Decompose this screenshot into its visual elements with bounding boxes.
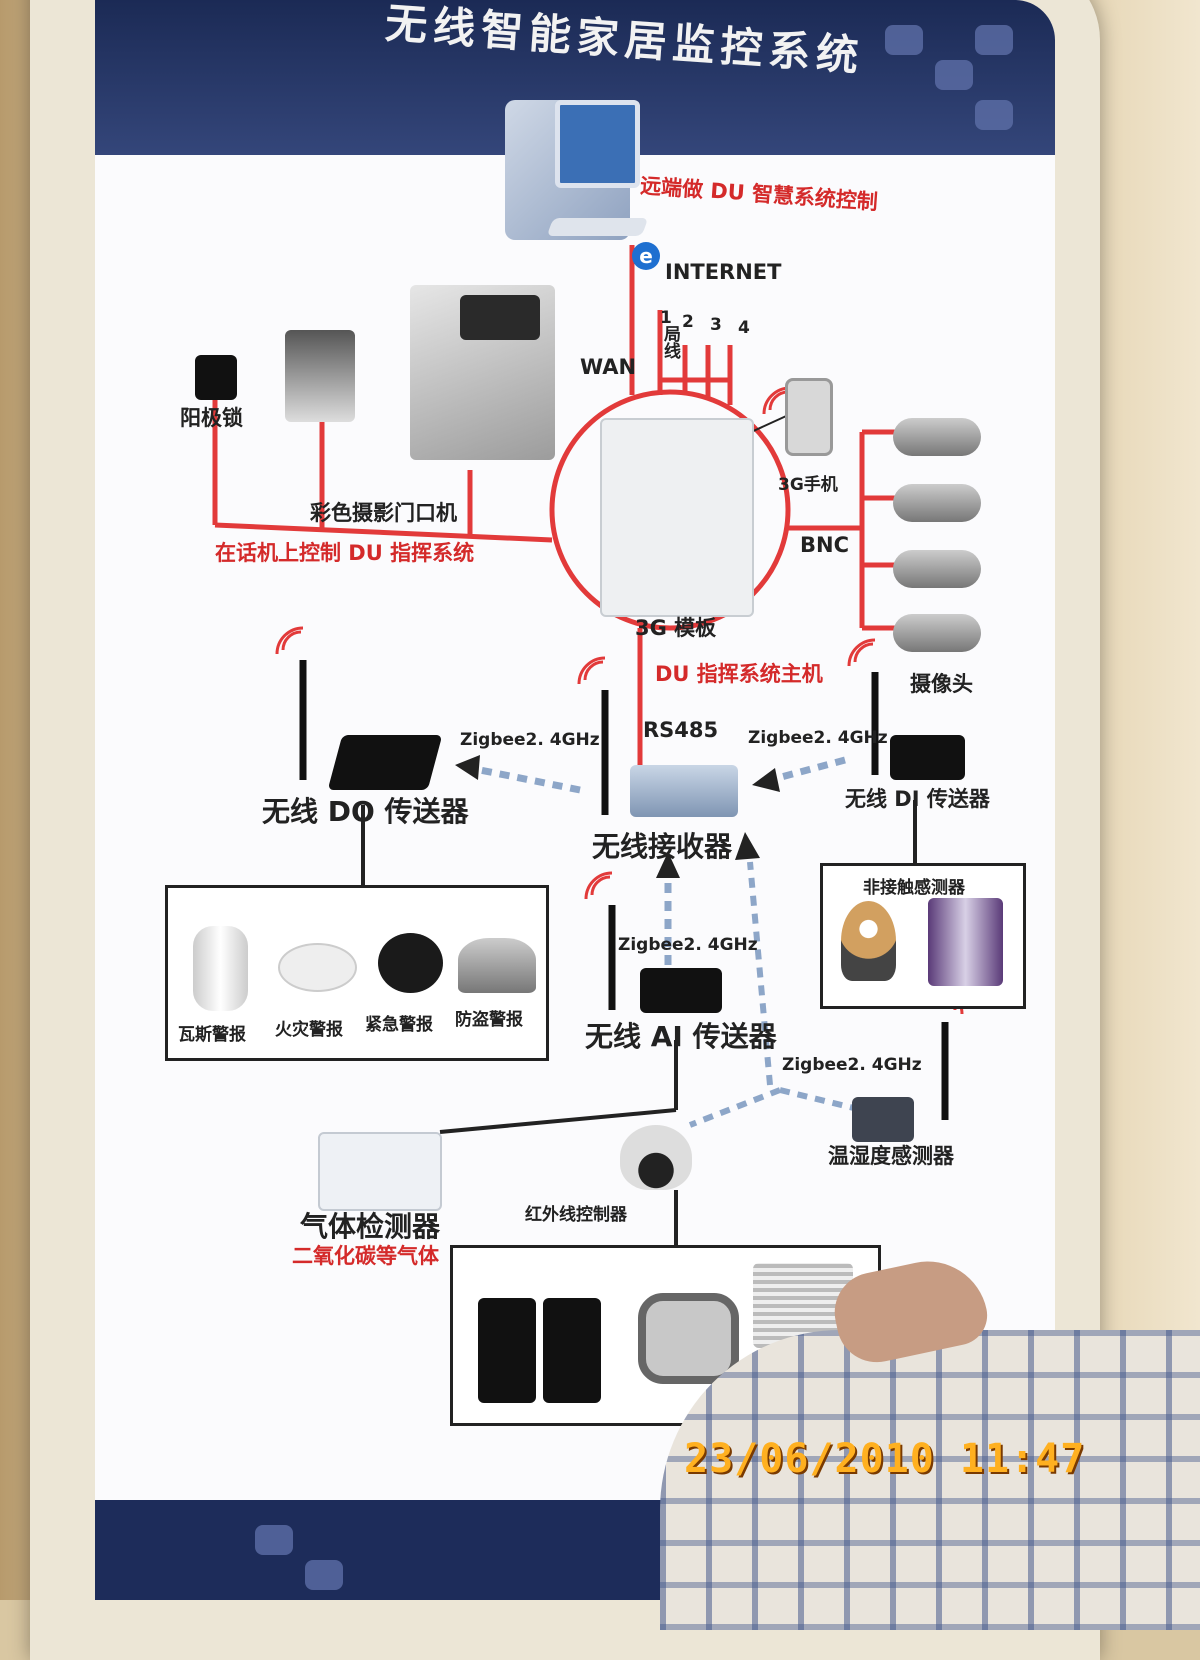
decor-square [305,1560,343,1590]
ai-transmitter-box [640,968,722,1013]
phone-bus [214,522,553,543]
fire-alarm-label: 火灾警报 [275,1020,343,1040]
noncontact-sensor-label: 非接触感测器 [863,878,965,898]
zigbee-right-label: Zigbee2. 4GHz [748,728,888,748]
smoke-detector-icon [278,943,357,992]
zigbee-link-low [747,861,773,1086]
person-shoulder [660,1330,1200,1630]
zigbee-mid-label: Zigbee2. 4GHz [618,935,758,955]
smartphone-icon [785,378,833,456]
siren-icon [378,933,443,993]
do-transmitter-label: 无线 DO 传送器 [262,795,469,828]
speaker-icon [543,1298,601,1403]
3g-module-label: 3G 模板 [635,616,717,640]
gas-cylinder-icon [193,926,248,1011]
alarm-devices-box [165,885,549,1061]
electric-lock-icon [195,355,237,400]
door-camera-icon [285,330,355,422]
gas-detector-box [318,1132,442,1211]
camera-icon [893,418,981,456]
gas-detector-wire [439,1108,677,1134]
local-line-label: 局线 [660,325,680,359]
ai-transmitter-label: 无线 AI 传送器 [585,1020,777,1053]
co2-gas-label: 二氧化碳等气体 [292,1244,439,1268]
du-host-label: DU 指挥系统主机 [655,662,823,686]
monitor-icon [555,100,640,188]
electric-lock-label: 阳极锁 [180,406,243,430]
camera-icon [893,484,981,522]
tv-icon [638,1293,739,1384]
zigbee-link-ir [688,1087,782,1128]
zigbee-low-label: Zigbee2. 4GHz [782,1055,922,1075]
internet-label: INTERNET [665,260,782,284]
decor-square [935,60,973,90]
zigbee-link-do [469,764,581,794]
receiver-box [630,765,738,817]
phone-control-label: 在话机上控制 DU 指挥系统 [215,541,475,565]
ie-icon: e [632,242,660,270]
keyboard-icon [546,218,649,236]
3g-module-box [600,418,754,617]
window-icon [928,898,1003,986]
burglar-alarm-icon [458,938,536,993]
speaker-icon [478,1298,536,1403]
gas-alarm-label: 瓦斯警报 [178,1025,246,1045]
ir-dome-icon [620,1125,692,1190]
noncontact-sensor-box [820,863,1026,1009]
phone-display-icon [460,295,540,340]
camera-icon [893,614,981,652]
bnc-label: BNC [800,533,849,557]
line-1-label: 1 [660,308,672,328]
arrowhead [455,755,480,780]
photo-timestamp: 23/06/2010 11:47 [684,1436,1086,1482]
arrowhead [656,852,680,878]
gas-detector-label: 气体检测器 [300,1210,441,1243]
temp-humidity-label: 温湿度感测器 [828,1144,954,1168]
camera-label: 摄像头 [910,672,973,696]
decor-square [255,1525,293,1555]
wan-label: WAN [580,355,637,379]
wiring-diagram [212,245,964,1245]
emergency-alarm-label: 紧急警报 [365,1015,433,1035]
lamp-icon [841,901,896,981]
temp-humidity-box [852,1097,914,1142]
line-3-label: 3 [710,315,722,335]
decor-square [975,25,1013,55]
receiver-label: 无线接收器 [592,830,733,863]
zigbee-link-di [769,756,846,784]
di-transmitter-box [890,735,965,780]
door-camera-label: 彩色摄影门口机 [310,501,457,525]
decor-square [885,25,923,55]
line-2-label: 2 [682,312,694,332]
host-circle [549,389,791,631]
3g-phone-label: 3G手机 [778,475,838,495]
do-transmitter-box [327,735,443,790]
di-transmitter-label: 无线 DI 传送器 [845,787,990,811]
arrowhead [752,768,780,792]
rs485-label: RS485 [643,718,719,742]
line-4-label: 4 [738,318,750,338]
burglar-alarm-label: 防盗警报 [455,1010,523,1030]
decor-square [975,100,1013,130]
zigbee-left-label: Zigbee2. 4GHz [460,730,600,750]
ir-controller-label: 红外线控制器 [525,1205,627,1225]
camera-icon [893,550,981,588]
arrowhead [735,832,760,860]
